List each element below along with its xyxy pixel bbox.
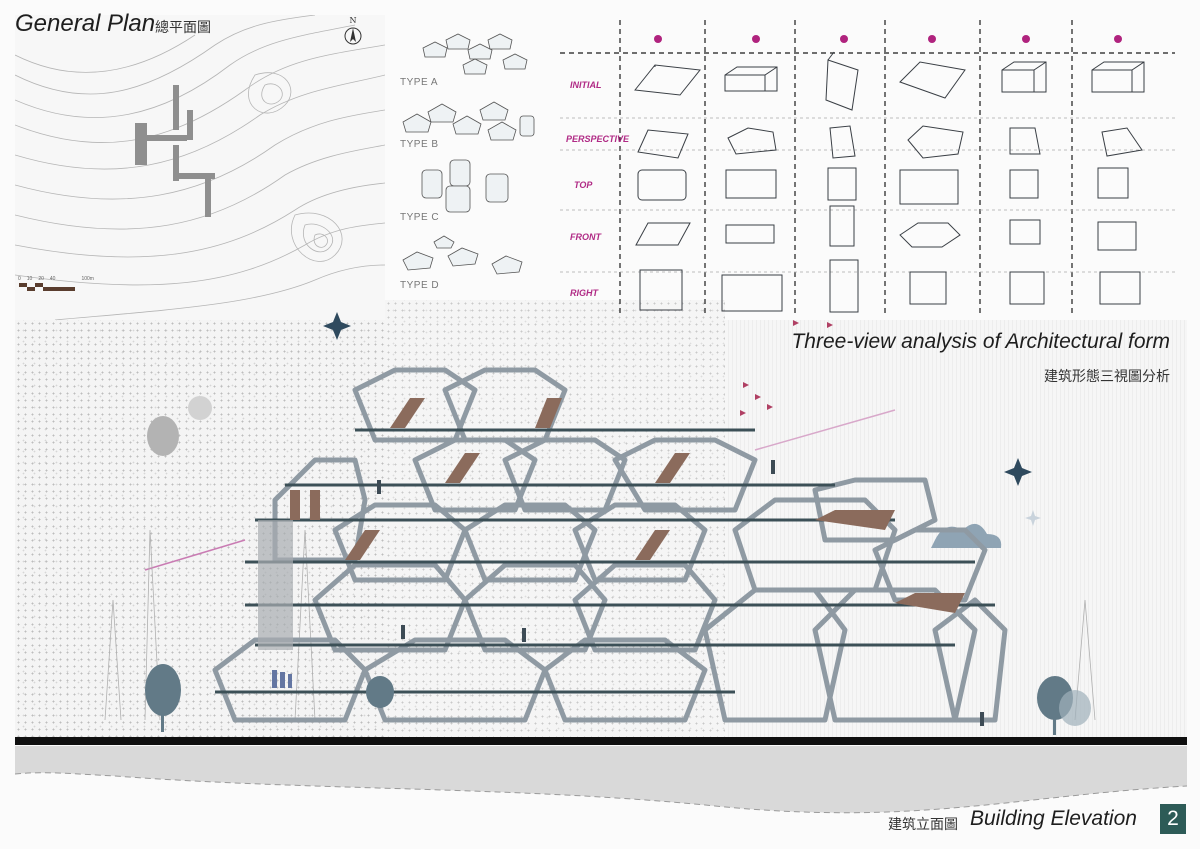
scale-label: 40 [49,276,56,282]
type-c-label: TYPE C [400,212,440,223]
column-marker-dot [654,35,662,43]
type-a-label: TYPE A [400,77,439,88]
north-label: N [349,16,357,25]
scale-label: 10 [26,276,33,282]
general-plan-map [15,15,385,320]
column-marker-dot [752,35,760,43]
page-number-badge: 2 [1160,804,1186,834]
type-d-label: TYPE D [400,280,440,291]
elevation-background-left [15,320,385,740]
scale-label: 100m [81,276,94,282]
three-view-title: Three-view analysis of Architectural for… [791,330,1170,353]
column-marker-dot [1114,35,1122,43]
general-plan-title: General Plan [15,10,156,37]
module-types-diagram [402,33,535,275]
north-arrow: N [343,16,363,48]
ground-section [15,746,1187,814]
scale-label: 20 [38,276,44,282]
general-plan-subtitle: 總平面圖 [155,20,211,36]
row-label-initial: INITIAL [570,80,602,90]
column-marker-dot [840,35,848,43]
compass-icon [344,27,362,45]
three-view-grid [560,20,1175,315]
row-label-perspective: PERSPECTIVE [566,134,630,144]
column-marker-dot [928,35,936,43]
elevation-title: Building Elevation [970,807,1137,830]
building-elevation [15,312,1187,745]
elevation-subtitle: 建筑立面圖 [888,817,958,833]
row-label-front: FRONT [570,232,601,242]
scale-bar-labels: 0 10 20 40 100m [18,276,94,282]
three-view-subtitle: 建筑形態三視圖分析 [1044,369,1170,385]
column-marker-dot [1022,35,1030,43]
row-label-right: RIGHT [570,288,598,298]
type-b-label: TYPE B [400,139,439,150]
scale-label: 0 [18,276,21,282]
decorative-sparkle [323,312,1032,486]
row-label-top: TOP [574,180,593,190]
